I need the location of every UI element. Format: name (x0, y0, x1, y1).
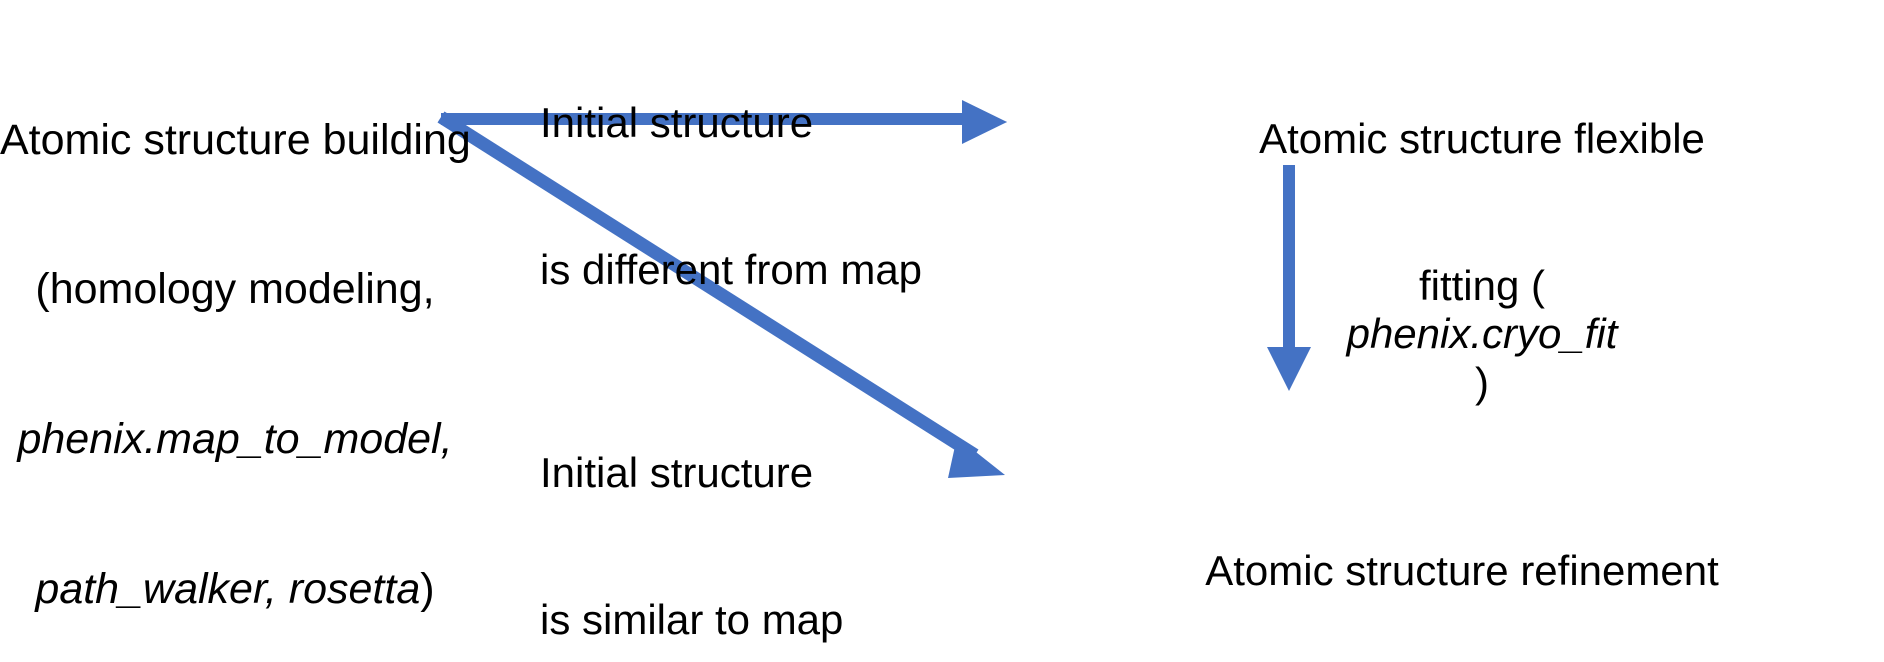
node-atomic-structure-building: Atomic structure building (homology mode… (0, 16, 471, 662)
node-building-line-2: (homology modeling, (35, 265, 435, 314)
edge-label-similar: Initial structure is similar to map (540, 352, 940, 662)
node-building-line-3: phenix.map_to_model, (17, 415, 453, 463)
node-building-line-4: path_walker, rosetta (35, 564, 421, 613)
node-fitting-line-2-italic: phenix.cryo_fit (1346, 310, 1618, 358)
node-atomic-structure-flexible-fitting: Atomic structure flexible fitting (pheni… (1080, 18, 1884, 505)
node-building-line-4-tail: ) (420, 564, 435, 613)
edge-label-different-line-1: Initial structure (540, 99, 814, 147)
arrow-flexible-fitting-to-refinement (1267, 165, 1311, 391)
node-fitting-line-1: Atomic structure flexible (1259, 115, 1705, 163)
node-fitting-line-2-post: ) (1475, 359, 1489, 407)
node-refinement-line-1: Atomic structure refinement (1205, 547, 1719, 595)
node-atomic-structure-refinement: Atomic structure refinement (phenix.real… (1040, 450, 1884, 662)
arrow-building-to-flexible-fitting (441, 100, 1007, 144)
edge-label-different: Initial structure is different from map (540, 2, 940, 392)
node-building-line-1: Atomic structure building (0, 115, 471, 164)
arrow-building-to-refinement (437, 111, 1005, 478)
node-fitting-line-2-pre: fitting ( (1418, 261, 1546, 309)
edge-label-similar-line-2: is similar to map (540, 595, 844, 643)
edge-label-similar-line-1: Initial structure (540, 449, 814, 497)
edge-label-different-line-2: is different from map (540, 245, 923, 293)
